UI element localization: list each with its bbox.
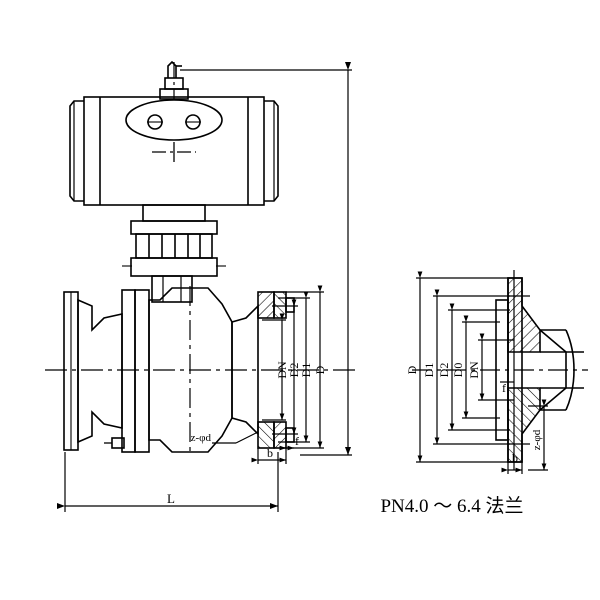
flange-caption: PN4.0 ～ 6.4 法兰	[380, 495, 523, 517]
outlet-flange-section-top-a	[257, 291, 275, 319]
actuator-center-crossmark	[152, 142, 196, 162]
detail-dim-D1-label: D1	[422, 363, 436, 378]
detail-dim-D0-label: D0	[451, 363, 465, 378]
actuator-end-cap-right	[264, 100, 279, 202]
detail-dim-D2-label: D2	[437, 363, 451, 378]
dim-D1-label: D1	[299, 363, 313, 378]
valve-stem-neck	[151, 275, 193, 303]
dim-L-label: L	[167, 491, 175, 506]
main-view-dimensions	[57, 62, 352, 512]
main-assembly-view: DN D2 D1 D b f z-φd L	[45, 60, 360, 512]
detail-dim-f-label: f	[502, 381, 506, 395]
outlet-flange-section-bottom-b	[273, 421, 287, 449]
dim-zd-label: z-φd	[191, 432, 212, 444]
actuator-stem-key	[167, 60, 177, 78]
outlet-flange-section-top-b	[273, 291, 287, 319]
outlet-flange-section-bottom-a	[257, 421, 275, 449]
flange-detail-dimensions	[416, 271, 548, 474]
actuator-end-cap-left	[69, 100, 84, 202]
main-view-dimension-labels: DN D2 D1 D b f z-φd L	[167, 361, 327, 506]
dim-DN-label: DN	[275, 361, 289, 379]
dim-f-label: f	[295, 434, 299, 448]
detail-dim-DN-label: DN	[467, 361, 481, 379]
flange-detail-view: D D1 D2 D0 DN f b z-φd	[405, 270, 588, 474]
dim-D-label: D	[313, 365, 327, 374]
dim-zd-leader	[235, 431, 259, 444]
detail-dim-zd-label: z-φd	[531, 429, 543, 450]
detail-dim-b-label: b	[512, 451, 518, 465]
flange-detail-labels: D D1 D2 D0 DN f b z-φd	[405, 361, 543, 465]
pneumatic-actuator	[69, 60, 279, 222]
detail-dim-D-label: D	[405, 365, 419, 374]
dim-b-label: b	[267, 446, 273, 460]
stem-bracket	[122, 220, 226, 303]
dim-D2-label: D2	[287, 363, 301, 378]
